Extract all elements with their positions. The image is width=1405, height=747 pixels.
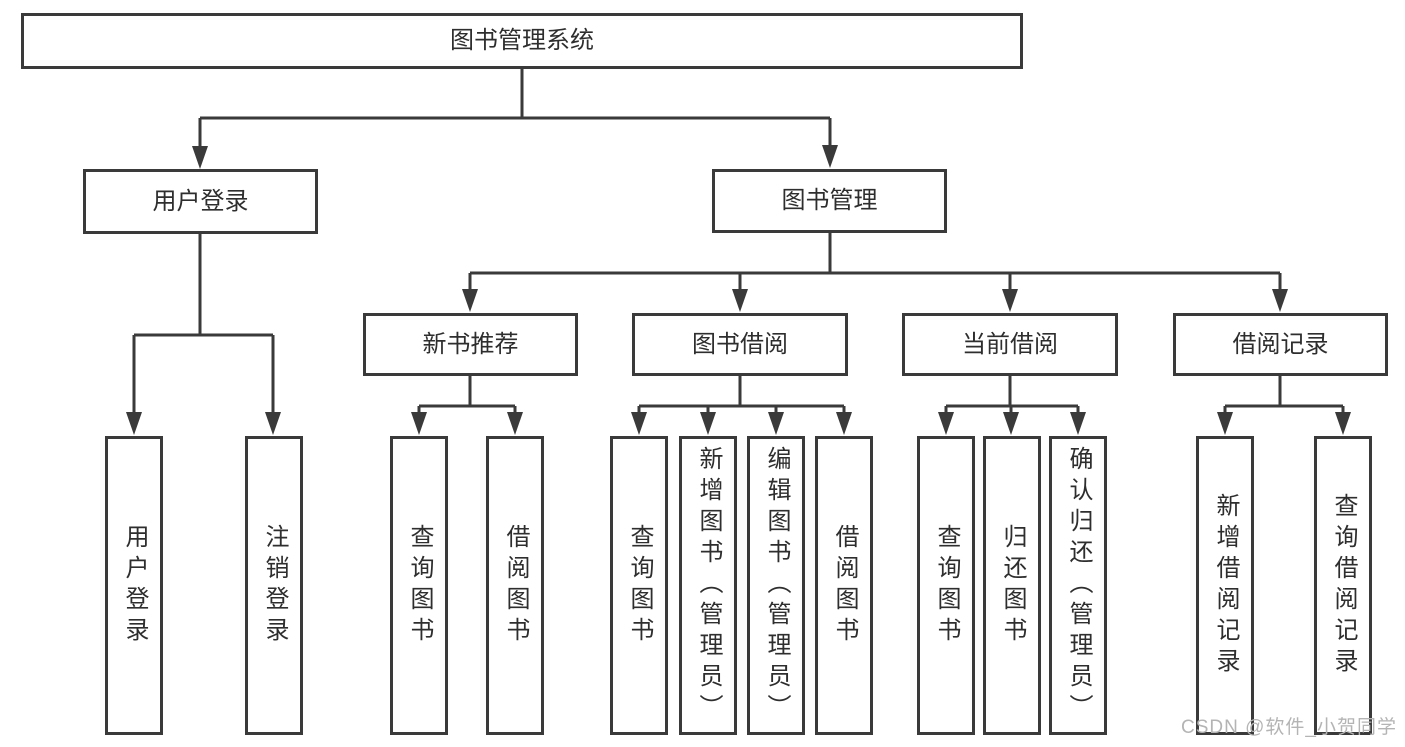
leaf-query-books-1: 查询图书: [390, 436, 448, 735]
leaf-add-book-admin-label: 新增图书（管理员）: [695, 446, 722, 725]
leaf-borrow-books-1-label: 借阅图书: [502, 523, 529, 648]
leaf-add-book-admin: 新增图书（管理员）: [679, 436, 737, 735]
leaf-query-books-3: 查询图书: [917, 436, 975, 735]
node-book-management-label: 图书管理: [781, 187, 878, 214]
leaf-query-books-2: 查询图书: [610, 436, 668, 735]
csdn-watermark: CSDN @软件_小贺同学: [1181, 717, 1397, 738]
leaf-add-borrow-record: 新增借阅记录: [1196, 436, 1254, 735]
leaf-logout: 注销登录: [245, 436, 303, 735]
node-new-book-recommend-label: 新书推荐: [422, 330, 519, 358]
node-user-login: 用户登录: [83, 169, 318, 234]
leaf-logout-label: 注销登录: [261, 523, 288, 648]
leaf-query-books-2-label: 查询图书: [626, 523, 653, 648]
leaf-query-books-1-label: 查询图书: [406, 523, 433, 648]
leaf-user-login-label: 用户登录: [121, 523, 148, 648]
leaf-edit-book-admin-label: 编辑图书（管理员）: [763, 446, 790, 725]
node-book-borrowing-label: 图书借阅: [692, 330, 788, 358]
leaf-user-login: 用户登录: [105, 436, 163, 735]
node-new-book-recommend: 新书推荐: [363, 313, 578, 376]
leaf-borrow-books-2: 借阅图书: [815, 436, 873, 735]
leaf-return-books-label: 归还图书: [999, 523, 1026, 648]
leaf-query-borrow-record: 查询借阅记录: [1314, 436, 1372, 735]
leaf-add-borrow-record-label: 新增借阅记录: [1212, 492, 1239, 679]
leaf-return-books: 归还图书: [983, 436, 1041, 735]
node-borrow-records-label: 借阅记录: [1232, 330, 1329, 358]
leaf-confirm-return-admin: 确认归还（管理员）: [1049, 436, 1107, 735]
node-book-borrowing: 图书借阅: [632, 313, 848, 376]
leaf-borrow-books-2-label: 借阅图书: [831, 523, 858, 648]
node-current-borrowing: 当前借阅: [902, 313, 1118, 376]
node-root: 图书管理系统: [21, 13, 1023, 69]
node-borrow-records: 借阅记录: [1173, 313, 1388, 376]
leaf-borrow-books-1: 借阅图书: [486, 436, 544, 735]
leaf-query-borrow-record-label: 查询借阅记录: [1330, 492, 1357, 679]
node-current-borrowing-label: 当前借阅: [962, 330, 1058, 358]
leaf-query-books-3-label: 查询图书: [933, 523, 960, 648]
leaf-edit-book-admin: 编辑图书（管理员）: [747, 436, 805, 735]
node-root-label: 图书管理系统: [450, 27, 594, 54]
node-book-management: 图书管理: [712, 169, 947, 233]
leaf-confirm-return-admin-label: 确认归还（管理员）: [1065, 446, 1092, 725]
node-user-login-label: 用户登录: [152, 187, 249, 215]
